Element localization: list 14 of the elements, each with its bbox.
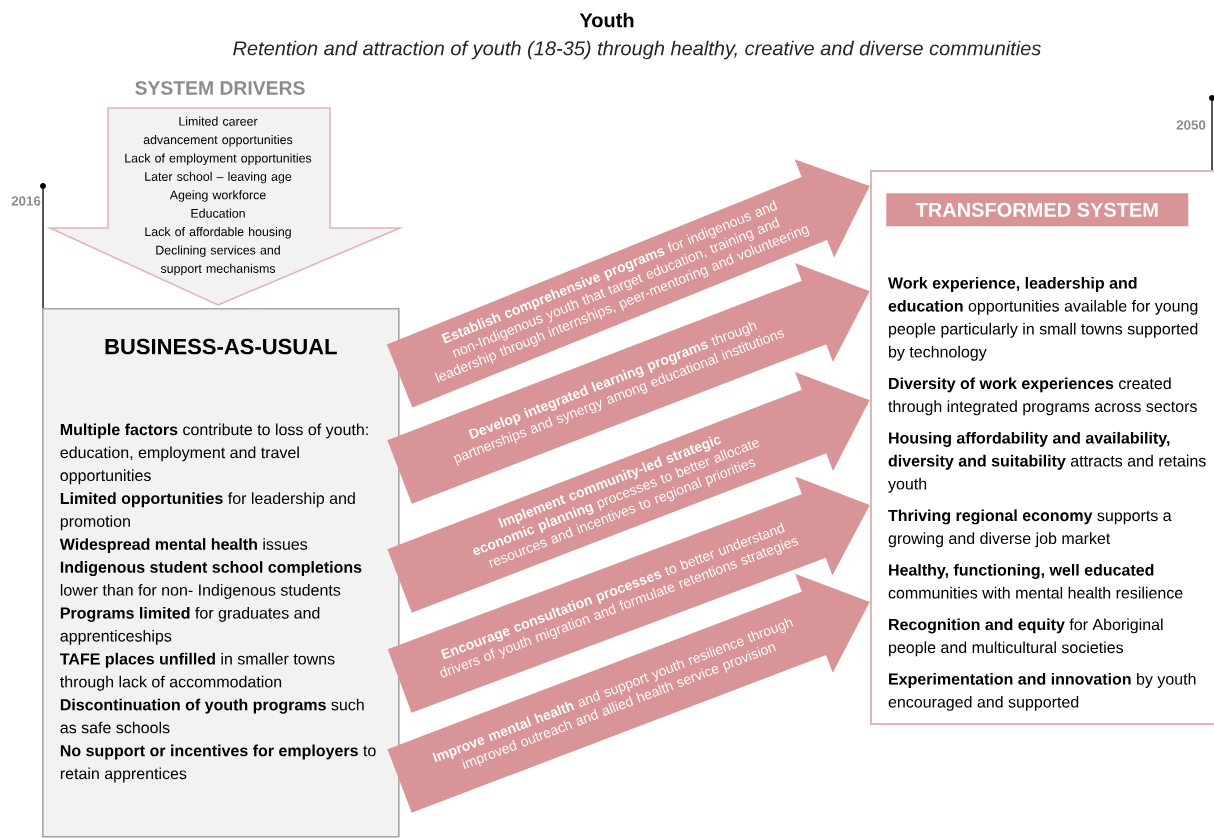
subtitle: Retention and attraction of youth (18-35) through healthy, creative and diverse communities — [233, 40, 1041, 60]
heading-banner: TRANSFORMED SYSTEM — [886, 193, 1189, 227]
node-label: Education — [191, 208, 245, 218]
node-label: Later school – leaving age — [145, 171, 292, 184]
driver-list: Limited career advancement opportunities Lack of employment opportunities Later school – leaving age Ageing workforce Education Lack of affordable housing Declining services and support mechanisms — [125, 116, 312, 276]
node-label: Ageing workforce — [169, 190, 266, 202]
node-label: Limited career advancement opportunities — [143, 116, 293, 147]
node-label: Declining services and support mechanisms — [156, 245, 280, 276]
title: Youth — [579, 12, 634, 28]
node-label: Lack of affordable housing — [145, 227, 291, 239]
year-label: 2050 — [1176, 120, 1206, 130]
business-as-usual-box: BUSINESS-AS-USUAL Multiple factors contribute to loss of youth: education, employment and travel opportunities Limited opportunities for leadership and promotion Widespread mental health issues Indigenous student school completions lower than for non- Indigenous students Programs limited for graduates and apprenticeships TAFE places unfilled in smaller towns through lack of accommodation Discontinuation of youth programs such as safe schools No support or incentives for employers to retain apprentices — [42, 308, 400, 838]
heading: SYSTEM DRIVERS — [135, 81, 305, 95]
node-label: Lack of employment opportunities — [125, 153, 312, 165]
